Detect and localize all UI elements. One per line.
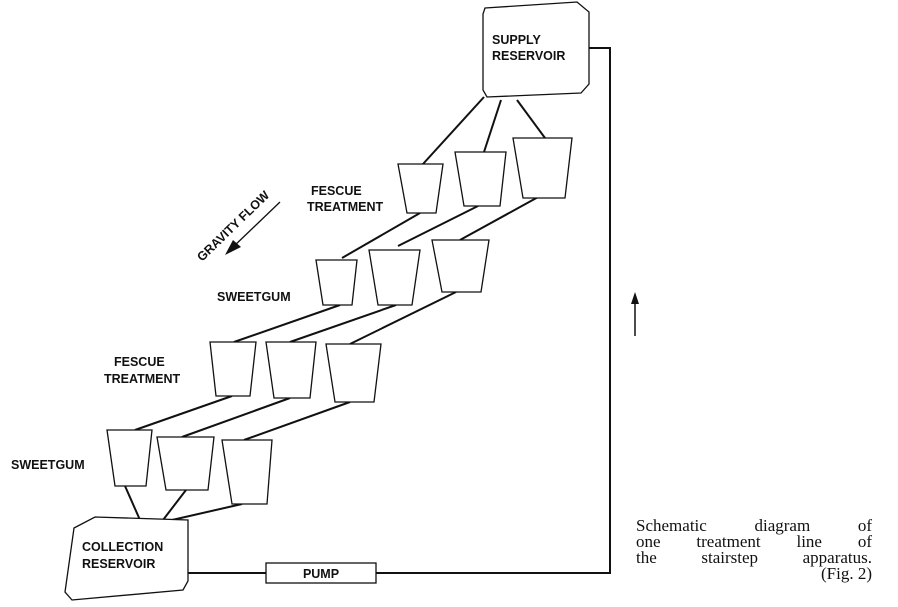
return-pipe bbox=[376, 47, 611, 574]
supply-reservoir-label: SUPPLY RESERVOIR bbox=[492, 33, 565, 63]
container bbox=[315, 259, 358, 306]
container bbox=[156, 436, 215, 491]
container bbox=[221, 439, 273, 505]
container bbox=[368, 249, 421, 306]
gravity-flow-label: GRAVITY FLOW bbox=[194, 188, 272, 264]
stage-3-label: FESCUE TREATMENT bbox=[104, 355, 181, 386]
container bbox=[265, 341, 317, 399]
container bbox=[454, 151, 507, 207]
stage-4-containers bbox=[106, 429, 273, 505]
container bbox=[106, 429, 153, 487]
collection-reservoir-label: COLLECTION RESERVOIR bbox=[82, 540, 167, 571]
figure-caption: Schematic diagram of one treatment line … bbox=[636, 516, 872, 583]
container bbox=[512, 137, 573, 199]
container bbox=[325, 343, 382, 403]
caption-line: Schematic diagram of bbox=[636, 516, 872, 535]
stage-3-containers bbox=[209, 341, 382, 403]
pump-box bbox=[265, 562, 377, 584]
stage-2-containers bbox=[315, 239, 490, 306]
caption-line: the stairstep apparatus. bbox=[636, 548, 872, 567]
container bbox=[431, 239, 490, 293]
stage-2-label: SWEETGUM bbox=[217, 290, 291, 304]
caption-line: one treatment line of bbox=[636, 532, 872, 551]
stage-1-containers bbox=[397, 137, 573, 214]
container bbox=[209, 341, 257, 397]
connecting-pipes bbox=[124, 96, 546, 521]
container bbox=[397, 163, 444, 214]
up-arrow-icon bbox=[631, 292, 639, 336]
pump-label: PUMP bbox=[303, 567, 339, 581]
supply-reservoir bbox=[482, 1, 590, 98]
gravity-flow-arrow-icon bbox=[225, 201, 281, 255]
collection-reservoir bbox=[64, 516, 189, 601]
stage-1-label: FESCUE TREATMENT bbox=[307, 184, 384, 214]
figure-number: (Fig. 2) bbox=[821, 564, 872, 583]
stage-4-label: SWEETGUM bbox=[11, 458, 85, 472]
